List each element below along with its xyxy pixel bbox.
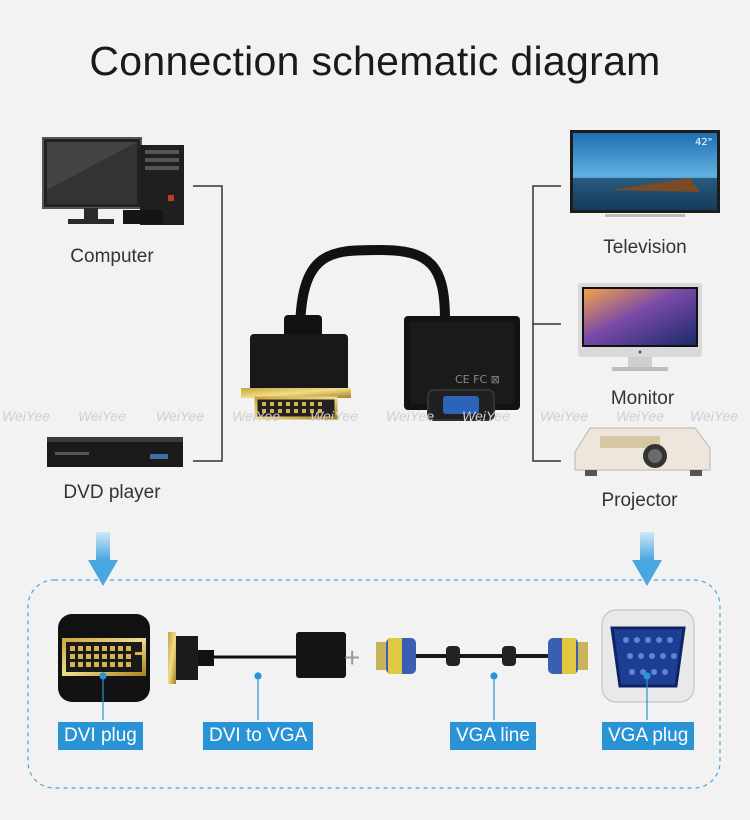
tv-size-badge: 42" [695, 137, 712, 148]
connection-chain-panel [27, 579, 721, 789]
computer-icon [42, 137, 184, 225]
watermark-text: WeiYee [156, 408, 204, 424]
vga-plug-label: VGA plug [602, 722, 695, 750]
dvi-to-vga-label: DVI to VGA [203, 722, 314, 750]
television-label: Television [603, 237, 687, 258]
source-connector-lines [193, 185, 223, 462]
computer-label: Computer [70, 246, 154, 267]
dvi-plug-icon [58, 614, 150, 702]
left-down-arrow-icon [88, 532, 118, 586]
watermark-text: WeiYee [616, 408, 664, 424]
vga-line-label: VGA line [450, 722, 536, 750]
watermark-text: WeiYee [310, 408, 358, 424]
vga-plug-icon [601, 609, 695, 703]
projector-icon [574, 427, 711, 476]
watermark-text: WeiYee [232, 408, 280, 424]
monitor-icon [578, 283, 702, 371]
plus-sign: + [344, 642, 360, 673]
vga-cable-icon [376, 638, 588, 674]
watermark-text: WeiYee [690, 408, 738, 424]
diagram-title: Connection schematic diagram [89, 38, 661, 84]
dvi-plug-label: DVI plug [58, 722, 143, 750]
watermark-text: WeiYee [540, 408, 588, 424]
svg-text:CE FC ⊠: CE FC ⊠ [455, 373, 500, 386]
projector-label: Projector [601, 490, 678, 511]
chain-adapter-icon [168, 632, 346, 684]
right-down-arrow-icon [632, 532, 662, 586]
label-pointer-lines [99, 672, 651, 720]
watermark-text: WeiYee [386, 408, 434, 424]
watermark-text: WeiYee [78, 408, 126, 424]
watermark-text: WeiYee [462, 408, 510, 424]
watermark-band: WeiYee WeiYee WeiYee WeiYee WeiYee WeiYe… [2, 408, 738, 424]
target-connector-lines [532, 185, 561, 462]
dvi-to-vga-adapter-icon: CE FC ⊠ [241, 244, 520, 421]
dvd-player-label: DVD player [63, 482, 161, 503]
monitor-label: Monitor [610, 388, 675, 409]
television-icon: 42" [570, 130, 720, 217]
watermark-text: WeiYee [2, 408, 50, 424]
dvd-player-icon [47, 437, 183, 467]
